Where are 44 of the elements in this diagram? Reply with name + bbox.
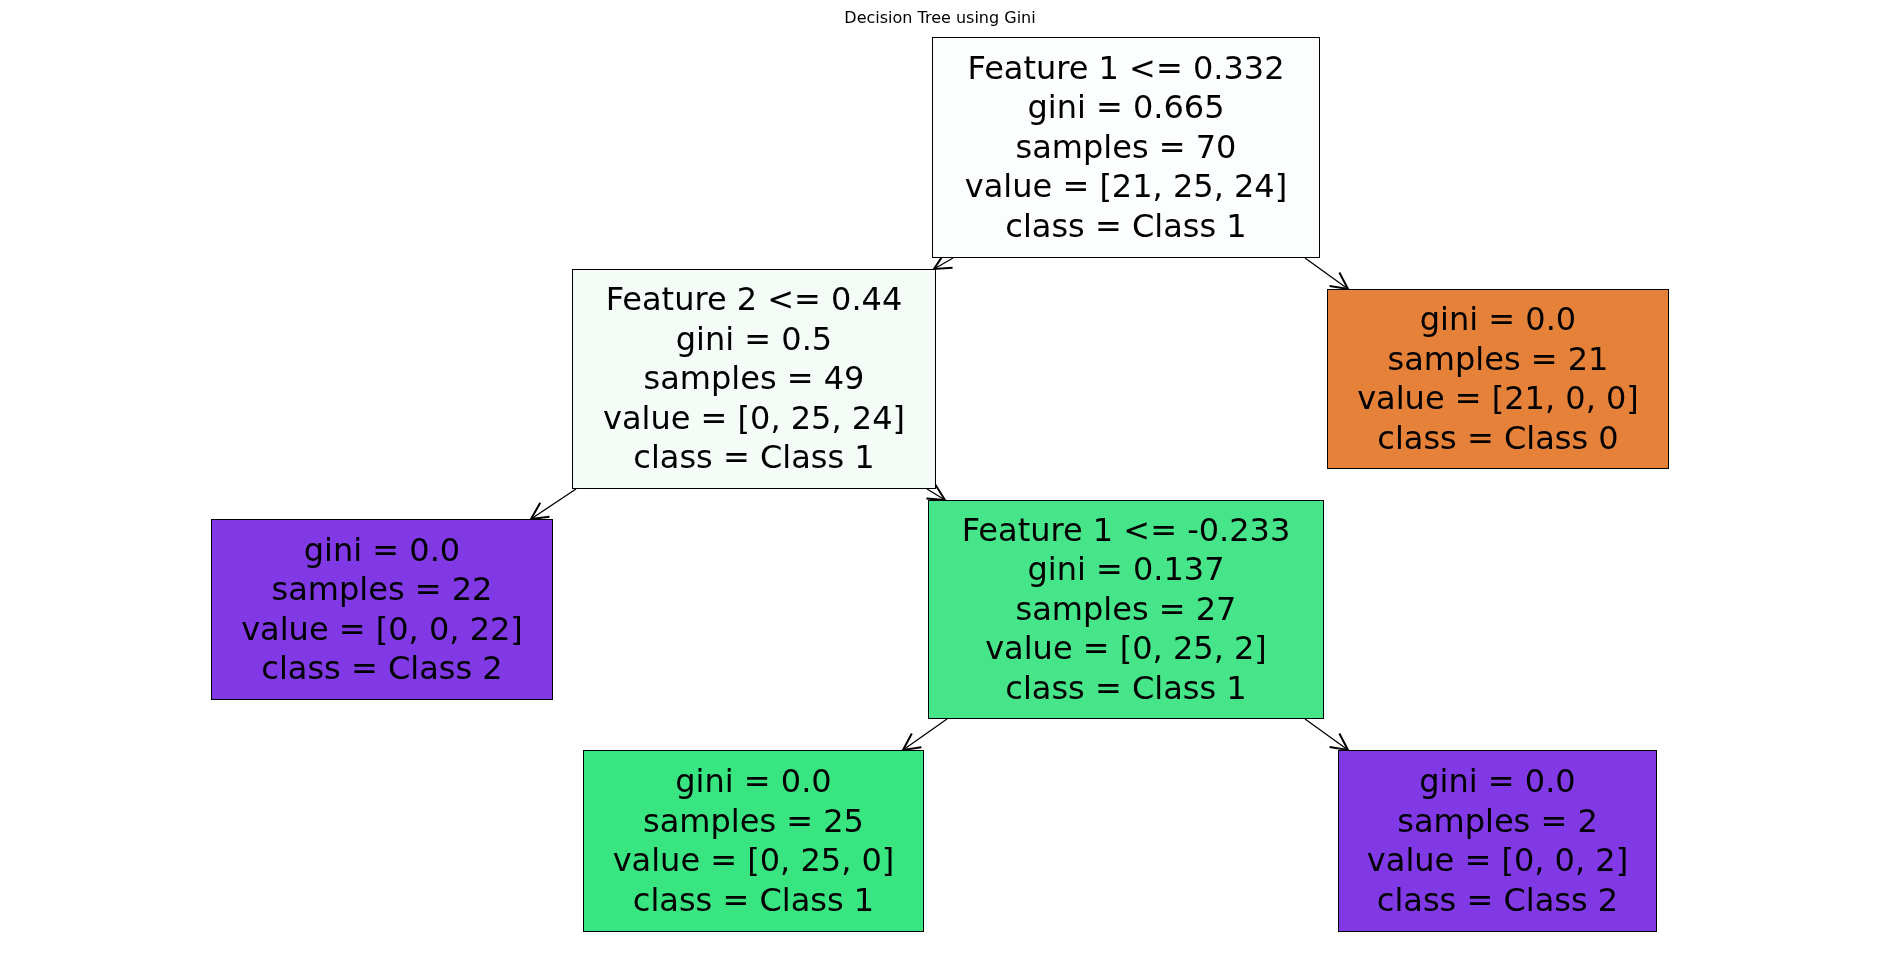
tree-node-box: [211, 519, 553, 700]
node-text: class = Class 1: [633, 438, 875, 478]
node-text: samples = 2: [1397, 801, 1598, 841]
tree-node-box: [928, 500, 1324, 719]
tree-node-box: [1338, 750, 1657, 932]
node-text: gini = 0.0: [675, 762, 832, 802]
node-text: value = [21, 25, 24]: [964, 167, 1288, 207]
node-text: class = Class 1: [632, 880, 875, 920]
node-text: value = [0, 0, 22]: [241, 609, 523, 649]
node-text: Feature 2 <= 0.44: [605, 280, 903, 320]
node-text: gini = 0.665: [1027, 88, 1225, 128]
node-text: samples = 49: [643, 359, 865, 399]
node-text: class = Class 2: [1376, 880, 1619, 920]
node-text: gini = 0.5: [675, 319, 833, 360]
tree-node-box: [1327, 289, 1669, 469]
node-text: samples = 25: [643, 801, 864, 841]
tree-node-box: [932, 37, 1320, 258]
node-text: samples = 22: [271, 570, 493, 610]
arrow: [902, 718, 948, 751]
node-text: value = [0, 25, 2]: [985, 629, 1267, 669]
tree-node-box: [572, 269, 936, 489]
node-text: gini = 0.0: [303, 530, 461, 570]
node-text: gini = 0.0: [1419, 762, 1576, 802]
node-text: value = [21, 0, 0]: [1357, 379, 1639, 419]
node-text: Feature 1 <= 0.332: [967, 48, 1285, 89]
node-text: Feature 1 <= -0.233: [961, 510, 1291, 551]
node-text: value = [0, 25, 0]: [612, 841, 895, 881]
arrow: [925, 483, 946, 501]
arrow: [530, 488, 577, 520]
node-text: samples = 27: [1015, 589, 1237, 630]
node-text: gini = 0.137: [1027, 550, 1225, 590]
chart-title: Decision Tree using Gini: [844, 8, 1036, 27]
arrow: [1304, 257, 1349, 290]
node-text: value = [0, 0, 2]: [1366, 841, 1629, 881]
node-text: class = Class 0: [1377, 418, 1619, 458]
tree-node-box: [583, 750, 924, 932]
node-text: class = Class 1: [1005, 668, 1247, 709]
node-text: value = [0, 25, 24]: [603, 398, 905, 439]
node-text: class = Class 1: [1005, 206, 1247, 247]
node-text: gini = 0.0: [1419, 300, 1577, 340]
node-text: samples = 21: [1387, 339, 1609, 379]
node-text: class = Class 2: [261, 649, 503, 689]
node-text: samples = 70: [1015, 127, 1237, 168]
arrow: [1304, 718, 1349, 751]
